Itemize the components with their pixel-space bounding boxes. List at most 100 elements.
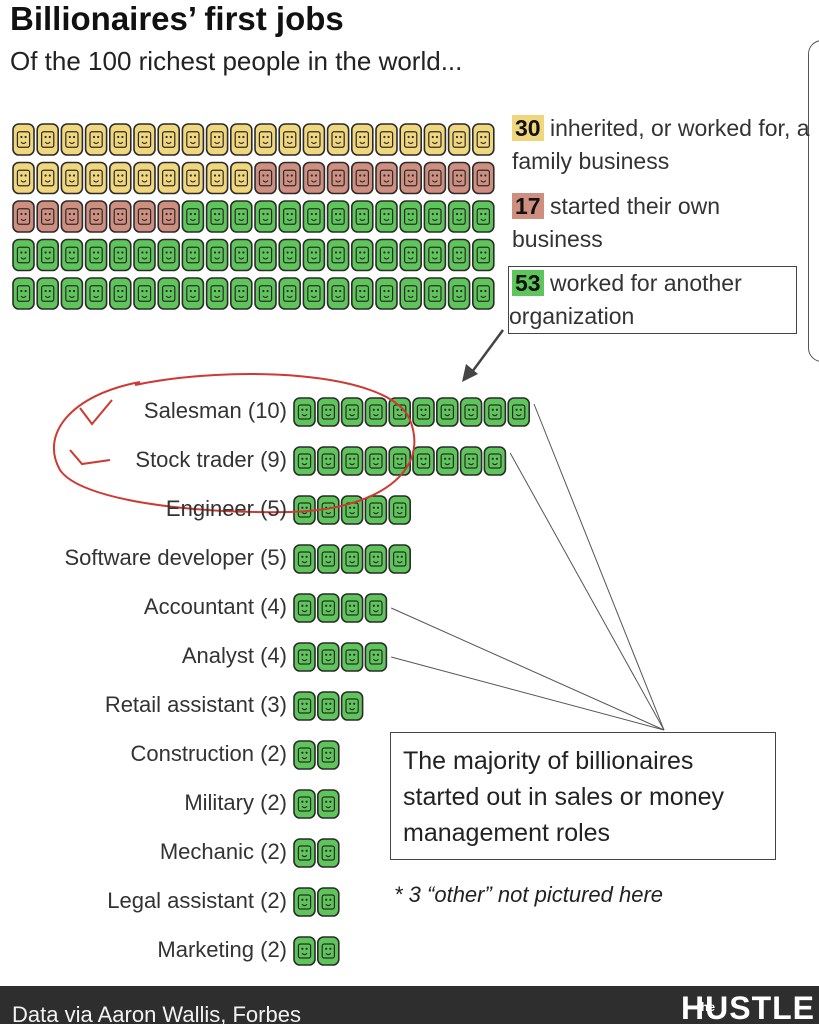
grid-icon-worked xyxy=(254,200,277,233)
annotation-box: The majority of billionaires started out… xyxy=(390,732,776,860)
grid-icon-worked xyxy=(423,200,447,233)
grid-icon-inherited xyxy=(133,123,156,156)
grid-icon-worked xyxy=(447,200,471,233)
grid-icon-worked xyxy=(399,277,423,310)
footer-bar: Data via Aaron Wallis, Forbes the HUSTLE xyxy=(0,986,819,1027)
job-icon-analyst xyxy=(316,642,340,672)
grid-icon-started xyxy=(12,200,35,233)
job-icon-military xyxy=(316,789,340,819)
job-icon-legal-assistant xyxy=(316,887,340,917)
connector-lines xyxy=(390,403,665,731)
grid-icon-started xyxy=(302,161,326,195)
job-icon-salesman xyxy=(412,397,435,427)
grid-icon-worked xyxy=(133,277,156,310)
grid-icon-inherited xyxy=(230,161,253,195)
legend-worked: 53 worked for another organization xyxy=(508,266,797,334)
job-icon-salesman xyxy=(340,397,364,427)
grid-icon-worked xyxy=(254,277,277,310)
job-icon-analyst xyxy=(340,642,364,672)
grid-icon-inherited xyxy=(181,123,205,156)
legend-worked-text: worked for another organization xyxy=(509,270,742,329)
brand-prefix: the xyxy=(697,1000,715,1014)
job-icon-stock-trader xyxy=(412,446,435,476)
grid-icon-worked xyxy=(350,277,374,310)
job-label-stock-trader: Stock trader (9) xyxy=(135,447,287,472)
grid-icon-worked xyxy=(12,277,35,310)
job-icon-salesman xyxy=(388,397,412,427)
job-label-accountant: Accountant (4) xyxy=(143,594,287,619)
job-label-software-developer: Software developer (5) xyxy=(64,545,287,570)
grid-icon-started xyxy=(278,161,302,195)
grid-icon-inherited xyxy=(157,161,180,195)
job-icon-salesman xyxy=(459,397,483,427)
job-icon-retail-assistant xyxy=(340,691,364,721)
job-icon-software-developer xyxy=(340,544,364,574)
grid-icon-worked xyxy=(375,238,398,272)
grid-icon-worked xyxy=(375,277,398,310)
job-icon-accountant xyxy=(293,593,316,623)
job-icon-mechanic xyxy=(316,838,340,868)
grid-icon-worked xyxy=(12,238,35,272)
job-icon-stock-trader xyxy=(435,446,459,476)
job-icon-salesman xyxy=(293,397,316,427)
grid-icon-worked xyxy=(447,238,471,272)
job-icon-stock-trader xyxy=(340,446,364,476)
job-icon-rows xyxy=(293,397,531,966)
job-icon-stock-trader xyxy=(316,446,340,476)
grid-icon-inherited xyxy=(84,123,108,156)
job-icon-analyst xyxy=(364,642,388,672)
grid-icon-inherited xyxy=(12,123,35,156)
grid-icon-inherited xyxy=(278,123,302,156)
grid-icon-inherited xyxy=(36,123,60,156)
grid-icon-started xyxy=(254,161,277,195)
job-label-legal-assistant: Legal assistant (2) xyxy=(107,888,287,913)
grid-icon-worked xyxy=(278,277,302,310)
grid-icon-worked xyxy=(181,200,205,233)
grid-icon-worked xyxy=(326,238,350,272)
job-icon-accountant xyxy=(340,593,364,623)
grid-icon-inherited xyxy=(12,161,35,195)
grid-icon-worked xyxy=(254,238,277,272)
hand-drawn-circle xyxy=(53,373,416,514)
job-icon-software-developer xyxy=(364,544,388,574)
page-subtitle: Of the 100 richest people in the world..… xyxy=(10,46,463,76)
grid-icon-inherited xyxy=(350,123,374,156)
job-icon-salesman xyxy=(507,397,531,427)
grid-icon-worked xyxy=(278,238,302,272)
job-icon-stock-trader xyxy=(364,446,388,476)
job-label-marketing: Marketing (2) xyxy=(157,937,287,962)
connector-line xyxy=(390,607,665,731)
grid-icon-worked xyxy=(133,238,156,272)
grid-icon-worked xyxy=(157,238,180,272)
grid-icon-started xyxy=(36,200,60,233)
grid-icon-worked xyxy=(350,200,374,233)
grid-icon-worked xyxy=(302,238,326,272)
callout-arrow xyxy=(462,329,505,382)
source-text: Data via Aaron Wallis, Forbes xyxy=(12,1002,301,1027)
grid-icon-worked xyxy=(205,200,229,233)
grid-icon-worked xyxy=(326,200,350,233)
job-label-military: Military (2) xyxy=(184,790,287,815)
grid-icon-inherited xyxy=(36,161,60,195)
connector-line xyxy=(509,452,665,731)
grid-icon-worked xyxy=(471,238,495,272)
grid-icon-started xyxy=(60,200,84,233)
job-label-analyst: Analyst (4) xyxy=(181,643,287,668)
job-icon-salesman xyxy=(316,397,340,427)
legend-started-count: 17 xyxy=(512,193,544,219)
connector-line xyxy=(391,656,665,731)
grid-icon-inherited xyxy=(302,123,326,156)
grid-icon-started xyxy=(350,161,374,195)
grid-icon-inherited xyxy=(205,161,229,195)
grid-icon-inherited xyxy=(375,123,398,156)
grid-icon-worked xyxy=(399,200,423,233)
legend-inherited-text: inherited, or worked for, a family busin… xyxy=(512,115,810,174)
job-icon-salesman xyxy=(435,397,459,427)
grid-icon-worked xyxy=(447,277,471,310)
job-label-construction: Construction (2) xyxy=(130,741,287,766)
job-icon-accountant xyxy=(364,593,388,623)
grid-icon-inherited xyxy=(60,123,84,156)
job-icon-accountant xyxy=(316,593,340,623)
grid-icon-started xyxy=(447,161,471,195)
job-icon-software-developer xyxy=(293,544,316,574)
